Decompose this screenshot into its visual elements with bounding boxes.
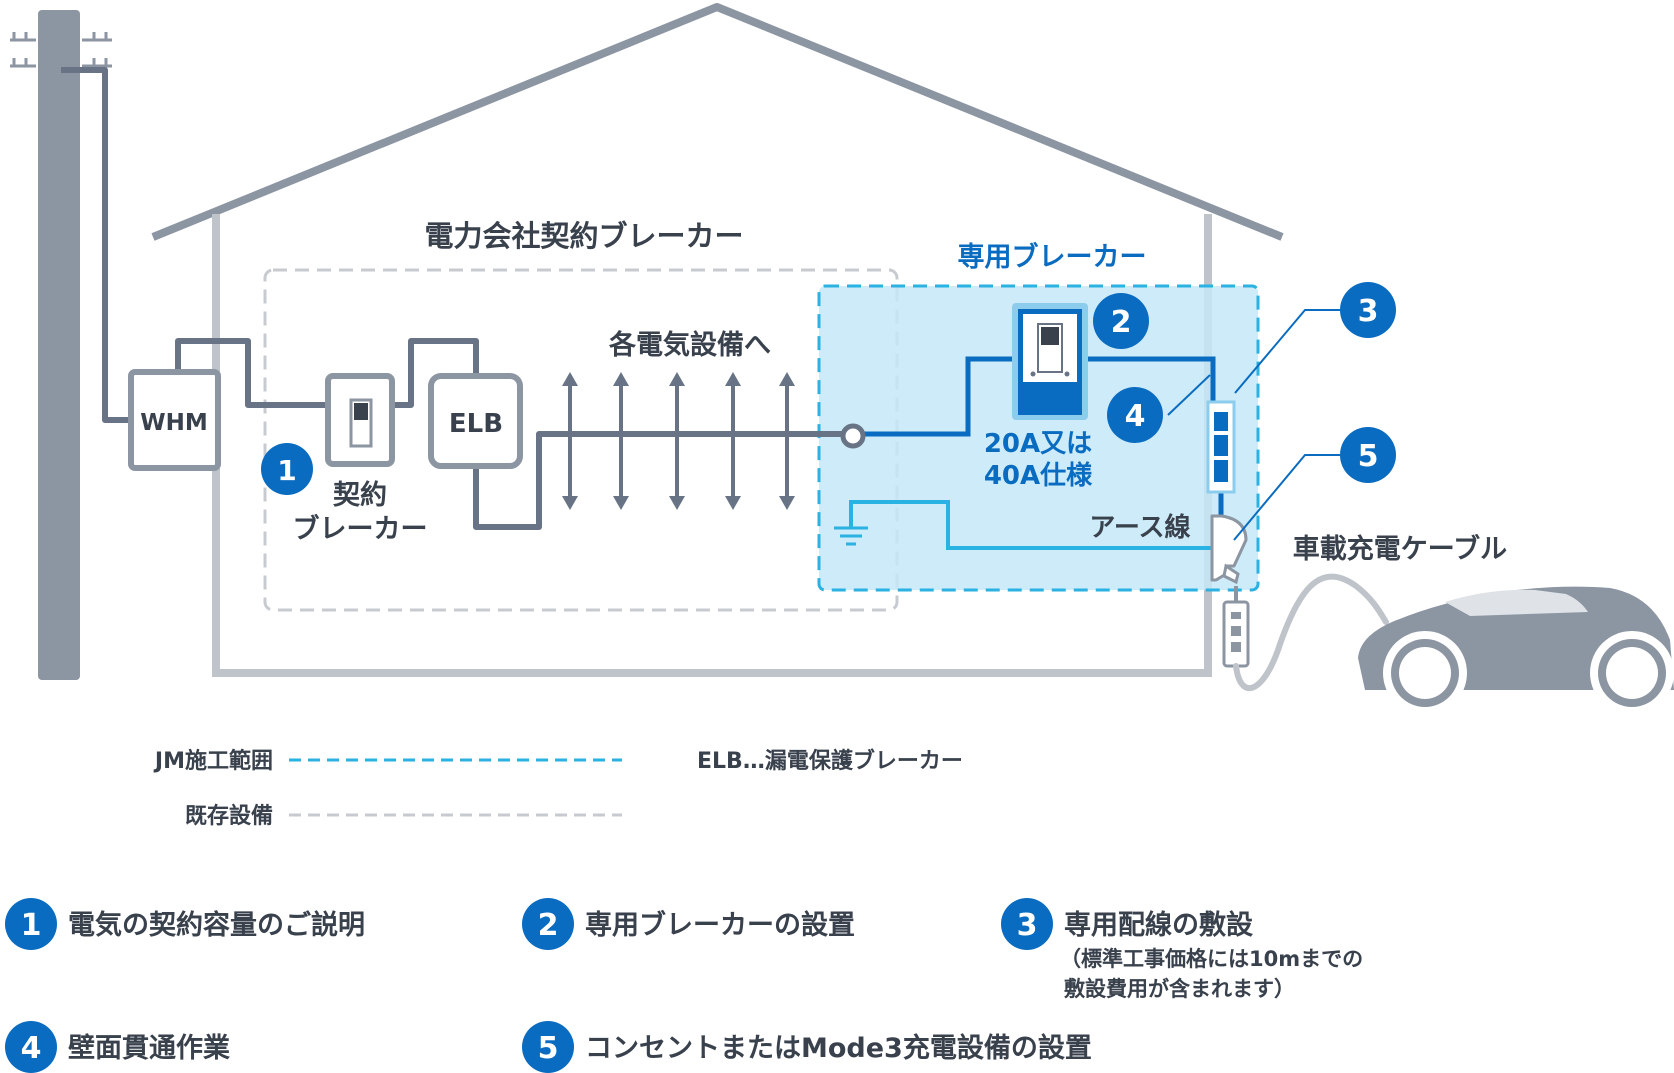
legend-jm-scope: JM施工範囲: [153, 748, 273, 774]
company-breaker-label: 電力会社契約ブレーカー: [424, 219, 743, 253]
svg-text:2: 2: [538, 908, 559, 943]
earth-wire-label: アース線: [1089, 512, 1190, 543]
electric-car: [1358, 586, 1674, 715]
elb-breaker: ELB: [428, 373, 523, 469]
badge-2: 2: [1093, 293, 1149, 349]
spec-label-1: 20A又は: [984, 429, 1092, 459]
step-3-note-2: 敷設費用が含まれます）: [1064, 977, 1295, 1001]
step-3-title: 専用配線の敷設: [1064, 909, 1254, 941]
contract-breaker: [325, 373, 395, 467]
dedicated-wire-2: [1076, 356, 1216, 402]
contract-breaker-label-2: ブレーカー: [293, 513, 428, 545]
wall-penetration: [1206, 400, 1236, 494]
step-3-note-1: （標準工事価格には10mまでの: [1060, 947, 1363, 971]
junction-point: [840, 423, 866, 449]
svg-text:5: 5: [1358, 439, 1379, 474]
step-2: 2 専用ブレーカーの設置: [522, 898, 855, 950]
step-5: 5 コンセントまたはMode3充電設備の設置: [522, 1021, 1092, 1073]
badge-4: 4: [1107, 387, 1163, 443]
step-4: 4 壁面貫通作業: [5, 1021, 230, 1073]
legend: JM施工範囲 既存設備 ELB…漏電保護ブレーカー: [153, 748, 963, 829]
svg-text:4: 4: [21, 1031, 42, 1066]
elb-label: ELB: [449, 409, 503, 439]
legend-existing: 既存設備: [185, 803, 273, 829]
badge-5: 5: [1340, 427, 1396, 483]
svg-text:2: 2: [1111, 305, 1132, 340]
ev-outlet: [1210, 514, 1248, 585]
step-5-title: コンセントまたはMode3充電設備の設置: [585, 1032, 1092, 1064]
existing-equipment-area: [263, 268, 899, 612]
dedicated-breaker: [1012, 303, 1088, 420]
badge-3: 3: [1340, 282, 1396, 338]
legend-elb-definition: ELB…漏電保護ブレーカー: [697, 748, 963, 774]
ev-cable-label: 車載充電ケーブル: [1293, 533, 1507, 565]
step-4-title: 壁面貫通作業: [68, 1033, 230, 1064]
svg-text:5: 5: [538, 1031, 559, 1066]
equipment-arrows: [562, 372, 795, 510]
to-equipment-label: 各電気設備へ: [608, 329, 771, 361]
whm-meter: WHM: [128, 369, 221, 471]
utility-pole: [10, 10, 112, 680]
svg-text:3: 3: [1358, 294, 1379, 329]
step-2-title: 専用ブレーカーの設置: [585, 909, 855, 941]
whm-label: WHM: [140, 410, 208, 436]
step-1: 1 電気の契約容量のご説明: [5, 898, 365, 950]
step-3: 3 専用配線の敷設 （標準工事価格には10mまでの 敷設費用が含まれます）: [1001, 898, 1363, 1001]
earth-wire: [834, 500, 1224, 550]
badge-leaders: [1167, 309, 1340, 541]
svg-text:4: 4: [1125, 399, 1146, 434]
jm-scope-area: [817, 284, 1260, 592]
power-wires: [61, 67, 843, 530]
charging-cable: [1222, 573, 1389, 692]
svg-text:1: 1: [21, 908, 42, 943]
step-1-title: 電気の契約容量のご説明: [68, 909, 365, 941]
contract-breaker-label-1: 契約: [333, 479, 387, 511]
dedicated-wire: [863, 356, 1012, 437]
spec-label-2: 40A仕様: [984, 460, 1093, 491]
svg-text:1: 1: [277, 454, 296, 487]
badge-1: 1: [261, 443, 313, 495]
dedicated-breaker-label: 専用ブレーカー: [958, 241, 1147, 273]
svg-text:3: 3: [1017, 908, 1038, 943]
